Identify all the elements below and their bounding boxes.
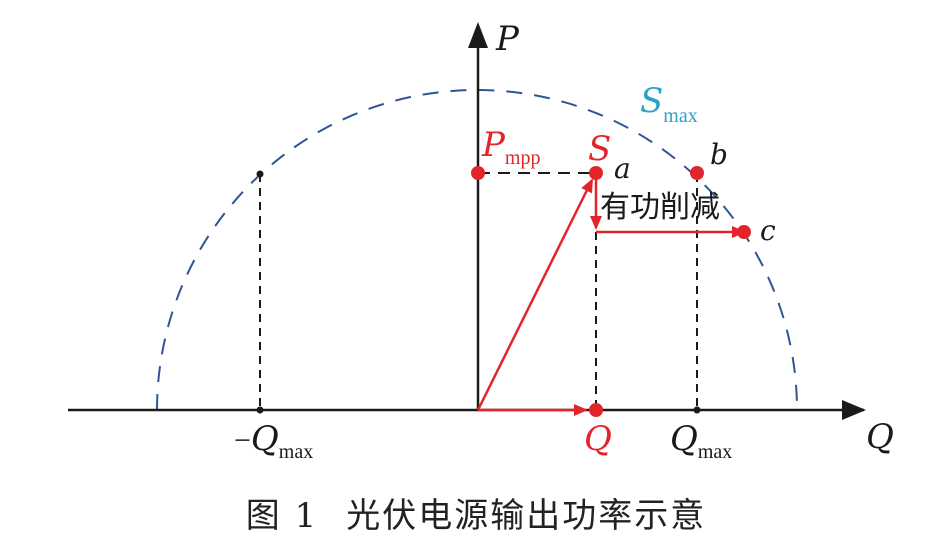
p-axis-arrow	[468, 22, 488, 48]
a-point	[589, 166, 603, 180]
caption-number: 图 1	[245, 496, 319, 536]
pmpp-label: Pmpp	[481, 125, 540, 169]
qmax-label: Qmax	[670, 419, 732, 463]
q-axis-label: Q	[866, 417, 894, 457]
neg-qmax-label: −Qmax	[234, 419, 313, 463]
a-label: a	[614, 152, 631, 185]
figure-caption: 图 1 光伏电源输出功率示意	[0, 488, 952, 537]
curtail-label: 有功削减	[600, 190, 720, 225]
q-label: Q	[584, 419, 612, 459]
b-point	[690, 166, 704, 180]
c-label: c	[760, 214, 776, 247]
smax-circle	[156, 89, 798, 411]
b-label: b	[710, 138, 728, 171]
p-axis-label: P	[495, 19, 520, 59]
q-point	[589, 403, 603, 417]
caption-title: 光伏电源输出功率示意	[346, 496, 707, 536]
qmax-axis-point	[693, 406, 701, 414]
smax-label: Smax	[640, 81, 698, 127]
s-label: S	[588, 129, 611, 169]
c-point	[737, 225, 751, 239]
neg-qmax-point	[256, 170, 264, 178]
neg-qmax-axis-point	[256, 406, 264, 414]
s-vector	[476, 178, 594, 411]
q-axis-arrow	[842, 400, 866, 420]
pmpp-point	[471, 166, 485, 180]
